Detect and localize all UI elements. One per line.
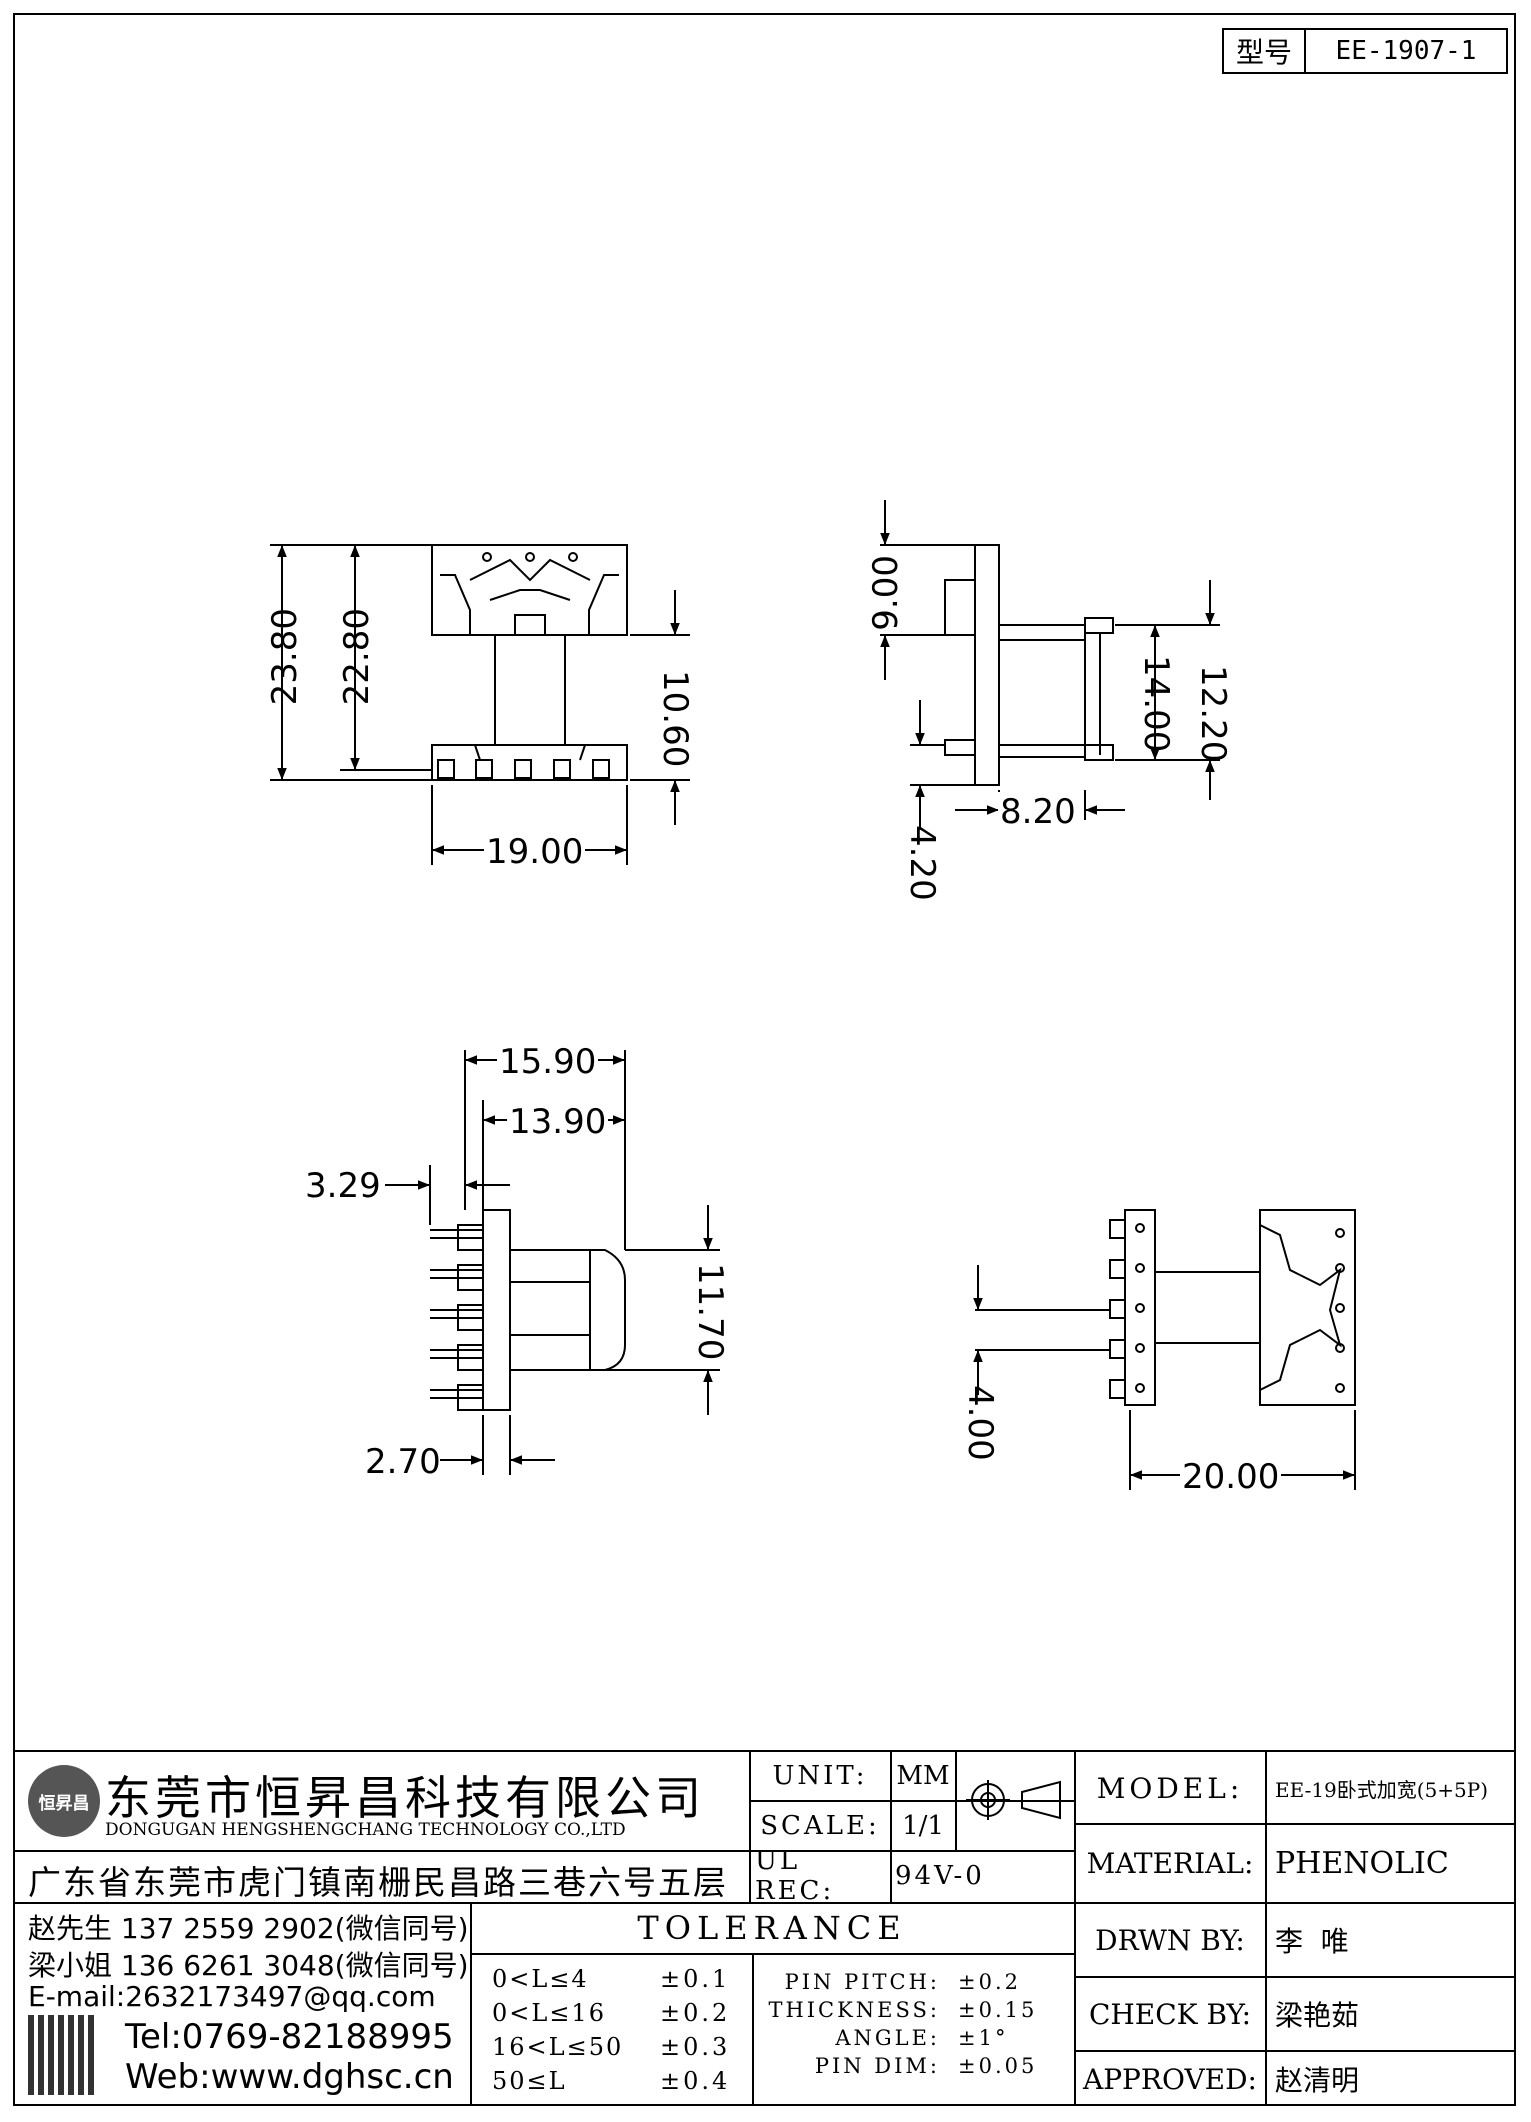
pin-tol-value: ±0.2: [958, 1970, 1021, 1994]
tolerance-value: ±0.4: [660, 2067, 731, 2095]
dim-pin-2-70: 2.70: [365, 1442, 441, 1482]
material-value: PHENOLIC: [1275, 1845, 1449, 1881]
projection-symbol-icon: [966, 1780, 1061, 1820]
drawing-frame: [13, 13, 1516, 2106]
contact-tel: Tel:0769-82188995: [125, 2017, 454, 2057]
qr-code-icon: [28, 2015, 96, 2095]
check-by-label: CHECK BY:: [1088, 1997, 1252, 2031]
contact-email: E-mail:2632173497@qq.com: [28, 1980, 436, 2013]
side-view: [880, 500, 1220, 830]
company-logo: 恒昇昌: [28, 1765, 100, 1837]
pin-tolerance-values: ±0.2 ±0.15 ±1° ±0.05: [958, 1968, 1037, 2080]
tolerance-values: ±0.1 ±0.2 ±0.3 ±0.4: [660, 1962, 730, 2098]
tolerance-range: 16<L≤50: [492, 2033, 624, 2061]
check-by-value: 梁艳茹: [1275, 1999, 1360, 2032]
tolerance-value: ±0.1: [660, 1965, 731, 1993]
dim-pin-13-90: 13.90: [507, 1102, 609, 1142]
material-label: MATERIAL:: [1086, 1846, 1254, 1880]
technical-drawing: [270, 500, 1356, 1490]
dim-front-10-60: 10.60: [655, 670, 695, 768]
tolerance-ranges: 0<L≤4 0<L≤16 16<L≤50 50≤L: [492, 1962, 623, 2098]
unit-value: MM: [896, 1761, 950, 1791]
tolerance-range: 0<L≤16: [492, 1999, 606, 2027]
dim-pin-15-90: 15.90: [497, 1042, 599, 1082]
tolerance-value: ±0.3: [660, 2033, 731, 2061]
dim-side-12-20: 12.20: [1193, 665, 1233, 763]
pin-tol-label: PIN PITCH:: [784, 1970, 940, 1994]
dim-side-4-20: 4.20: [902, 825, 942, 901]
tolerance-range: 50≤L: [492, 2067, 567, 2095]
ul-rec-value: 94V-0: [895, 1861, 985, 1891]
approved-label: APPROVED:: [1083, 2062, 1257, 2096]
pin-tol-label: THICKNESS:: [768, 1998, 940, 2022]
dim-top-4-00: 4.00: [960, 1385, 1000, 1461]
pin-tol-value: ±1°: [958, 2026, 1009, 2050]
scale-value: 1/1: [902, 1811, 944, 1841]
approved-value: 赵清明: [1275, 2064, 1360, 2097]
tolerance-value: ±0.2: [660, 1999, 731, 2027]
dim-front-19-00: 19.00: [484, 832, 586, 872]
top-view: [973, 1209, 1356, 1490]
ul-rec-label: UL REC:: [755, 1846, 835, 1906]
company-name-en: DONGUGAN HENGSHENGCHANG TECHNOLOGY CO.,L…: [105, 1820, 626, 1840]
dim-front-22-80: 22.80: [337, 608, 377, 706]
part-number-value: EE-1907-1: [1335, 36, 1477, 66]
drawn-by-value: 李 唯: [1275, 1925, 1349, 1958]
part-number-label: 型号: [1224, 30, 1306, 72]
dim-top-20-00: 20.00: [1180, 1457, 1282, 1497]
front-view: [270, 544, 690, 865]
pin-tolerance-labels: PIN PITCH: THICKNESS: ANGLE: PIN DIM:: [760, 1968, 940, 2080]
contact-1: 赵先生 137 2559 2902(微信同号): [28, 1912, 469, 1945]
part-number-box: 型号 EE-1907-1: [1222, 28, 1508, 74]
dim-front-23-80: 23.80: [265, 608, 305, 706]
pin-tol-value: ±0.05: [958, 2054, 1038, 2078]
tolerance-title: TOLERANCE: [637, 1909, 907, 1947]
tolerance-range: 0<L≤4: [492, 1965, 589, 1993]
pin-tol-label: PIN DIM:: [814, 2054, 940, 2078]
dim-side-8-20: 8.20: [998, 792, 1078, 832]
pin-tol-label: ANGLE:: [835, 2026, 940, 2050]
contact-2: 梁小姐 136 6261 3048(微信同号): [28, 1949, 469, 1982]
model-label: MODEL:: [1096, 1771, 1244, 1805]
company-name-cn: 东莞市恒昇昌科技有限公司: [105, 1771, 705, 1825]
pin-tol-value: ±0.15: [958, 1998, 1038, 2022]
contact-web: Web:www.dghsc.cn: [125, 2057, 454, 2097]
company-address: 广东省东莞市虎门镇南栅民昌路三巷六号五层: [28, 1863, 728, 1902]
dim-side-14-00: 14.00: [1136, 655, 1176, 753]
dim-pin-3-29: 3.29: [305, 1166, 381, 1206]
scale-label: SCALE:: [760, 1811, 880, 1841]
model-value: EE-19卧式加宽(5+5P): [1275, 1777, 1489, 1802]
unit-label: UNIT:: [772, 1761, 868, 1791]
dim-pin-11-70: 11.70: [690, 1263, 730, 1361]
dim-side-9-00: 9.00: [866, 555, 906, 631]
drawn-by-label: DRWN BY:: [1095, 1923, 1245, 1957]
